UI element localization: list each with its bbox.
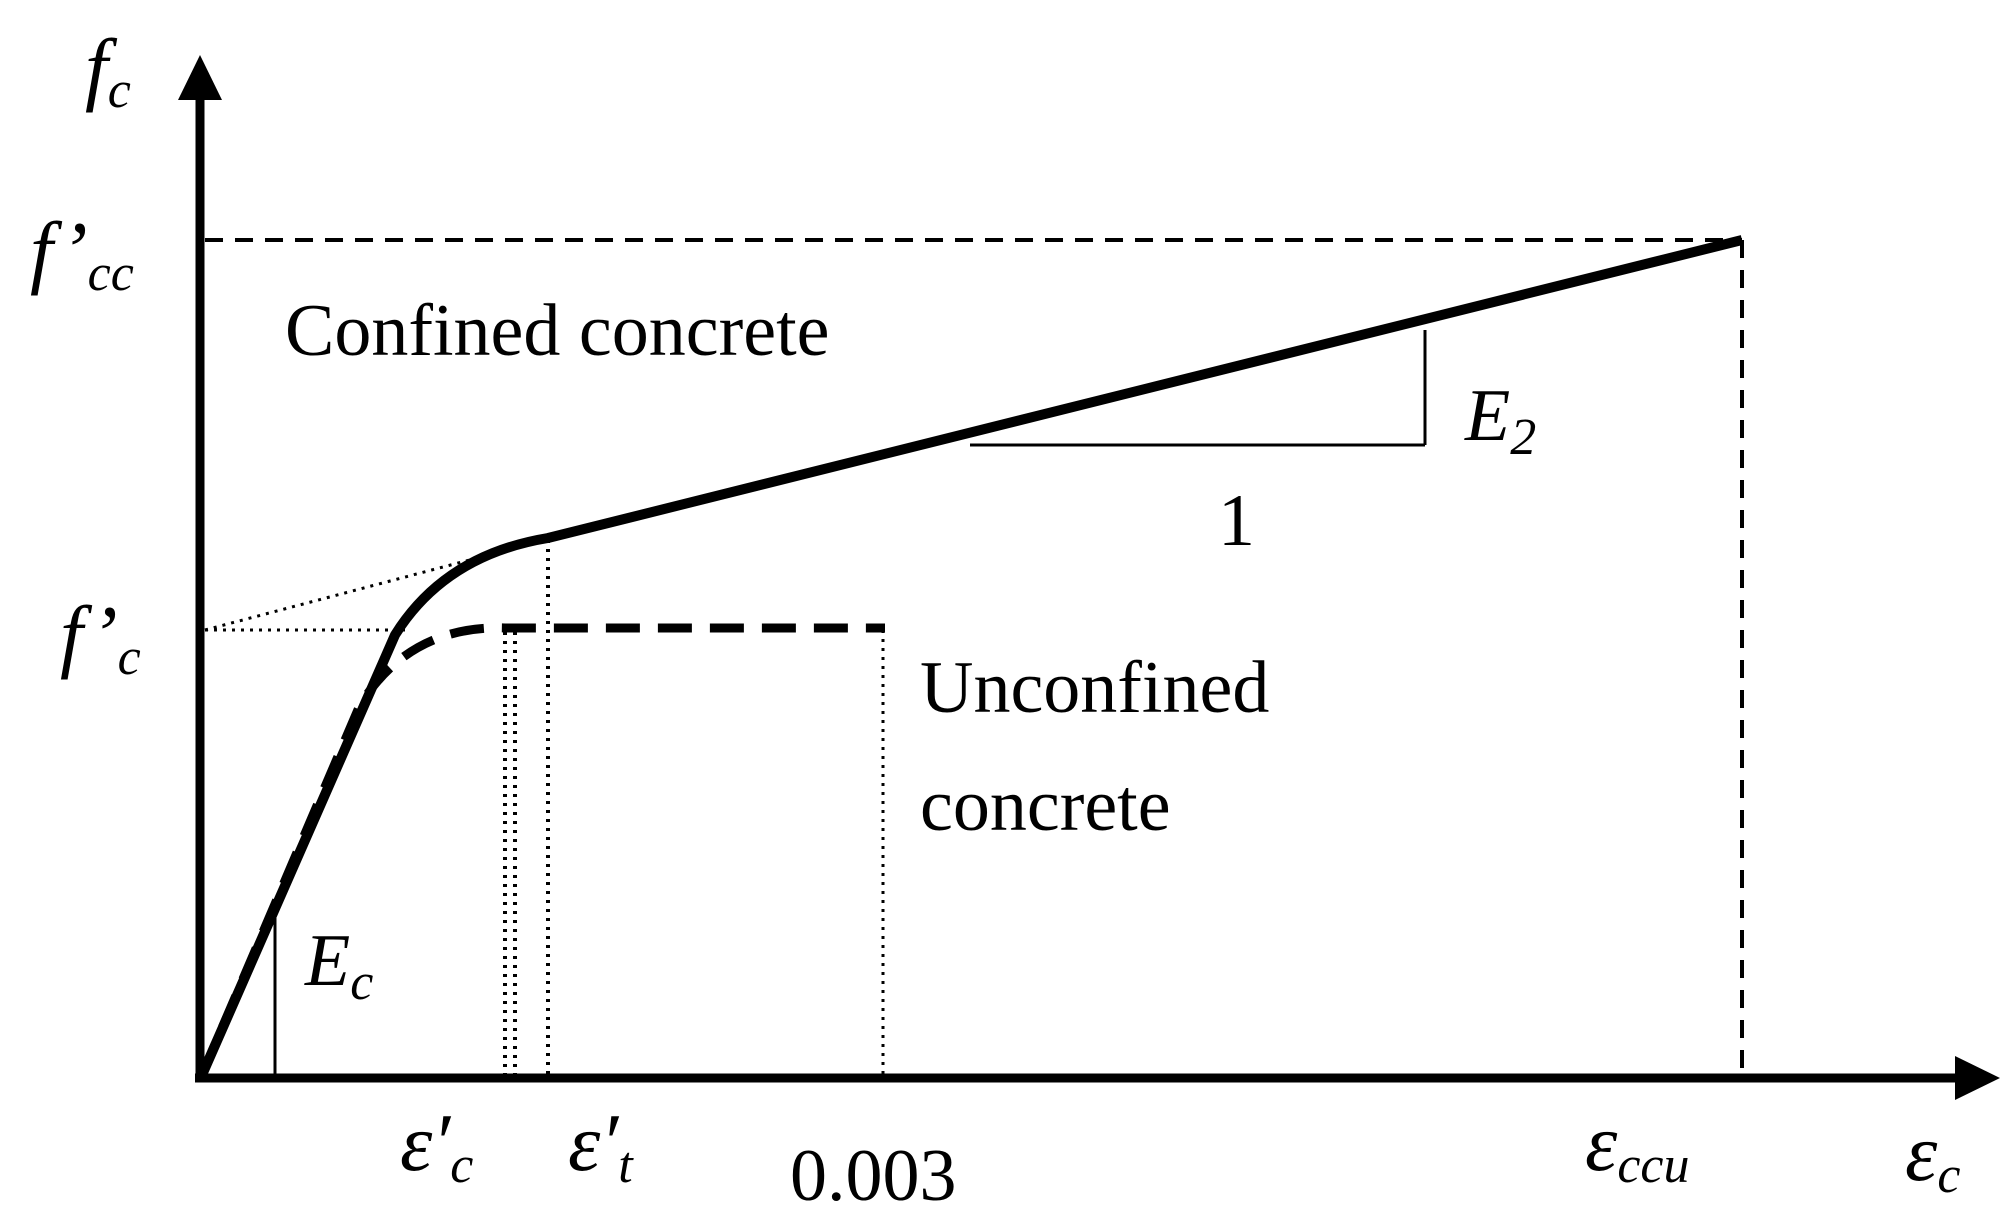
fcc-label: f’cc [30, 205, 134, 302]
confined-concrete-label: Confined concrete [285, 290, 830, 372]
slope-run-label: 1 [1218, 480, 1255, 562]
y-axis-arrow-icon [178, 55, 222, 100]
eps-t-label: ε′t [568, 1097, 634, 1194]
unconfined-concrete-label-line2: concrete [920, 765, 1171, 847]
unconfined-concrete-label-line1: Unconfined [920, 647, 1269, 729]
e2-slope-label: E2 [1464, 375, 1536, 466]
eps-c-label: ε′c [400, 1097, 473, 1194]
x-axis-label: εc [1905, 1107, 1960, 1204]
eps-ccu-label: εccu [1585, 1097, 1689, 1194]
value-003-label: 0.003 [790, 1135, 957, 1217]
fc-label: f’c [60, 589, 141, 686]
x-axis-arrow-icon [1955, 1056, 2000, 1100]
y-axis-label: fc [85, 22, 131, 119]
unconfined-concrete-curve [197, 623, 885, 1077]
ec-slope-label: Ec [304, 920, 373, 1011]
confined-concrete-curve [197, 235, 1744, 1078]
